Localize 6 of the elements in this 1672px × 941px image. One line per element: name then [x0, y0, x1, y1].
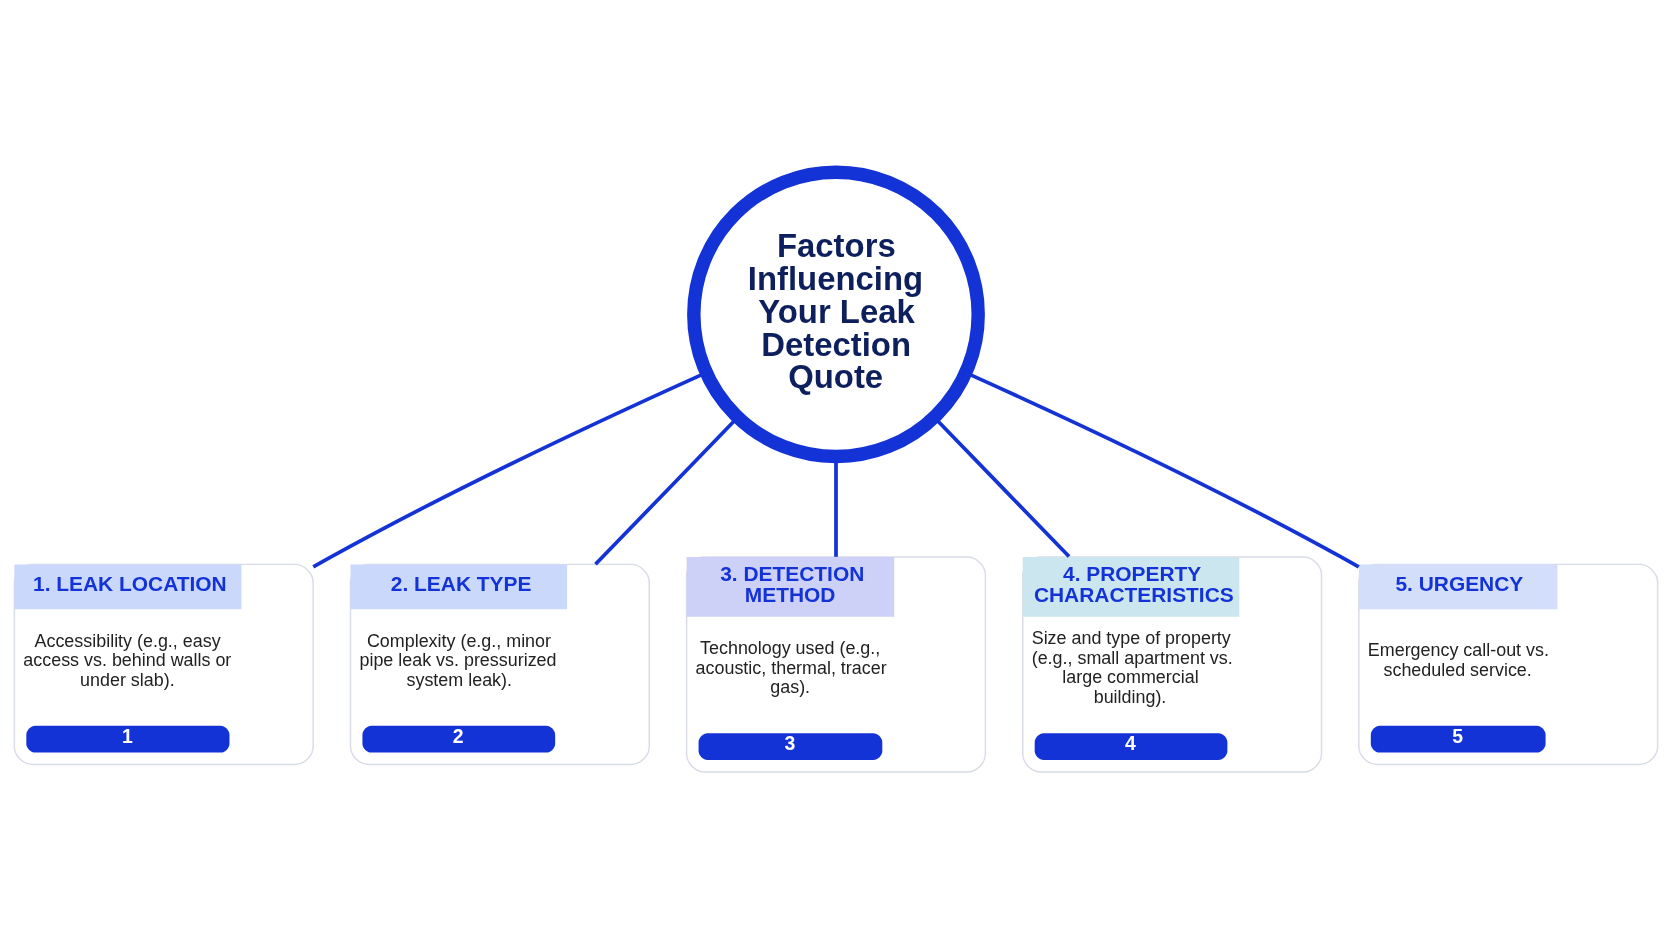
node-circle: Factors Influencing Your Leak Detection Quote	[687, 165, 985, 464]
connector	[968, 372, 1360, 569]
connector	[935, 418, 1071, 558]
connector	[312, 372, 704, 569]
connector	[594, 418, 737, 566]
connector	[834, 460, 838, 557]
